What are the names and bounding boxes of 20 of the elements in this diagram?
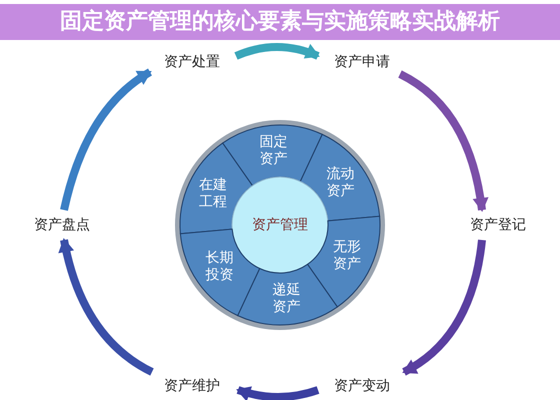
center-label: 资产管理	[252, 216, 308, 234]
stage-label: 资产变动	[334, 377, 390, 395]
stage-label: 资产维护	[164, 377, 220, 395]
cycle-arrow	[402, 239, 486, 376]
title-banner: 固定资产管理的核心要素与实施策略实战解析	[0, 4, 560, 40]
cycle-arrow	[236, 386, 320, 400]
stage-label: 资产处置	[164, 53, 220, 71]
stage-label: 资产登记	[470, 216, 526, 234]
cycle-arrow	[234, 43, 320, 60]
segment-label: 流动资产	[326, 166, 356, 200]
cycle-arrow	[60, 68, 152, 211]
segment-label: 固定资产	[258, 134, 289, 168]
stage-label: 资产申请	[334, 53, 390, 71]
stage-label: 资产盘点	[34, 216, 90, 234]
segment-label: 递延资产	[271, 282, 302, 316]
segment-label: 长期投资	[204, 250, 234, 284]
cycle-arrow	[398, 70, 488, 212]
cycle-arrow	[58, 238, 154, 376]
segment-label: 无形资产	[332, 239, 362, 274]
segment-label: 在建工程	[198, 176, 228, 211]
